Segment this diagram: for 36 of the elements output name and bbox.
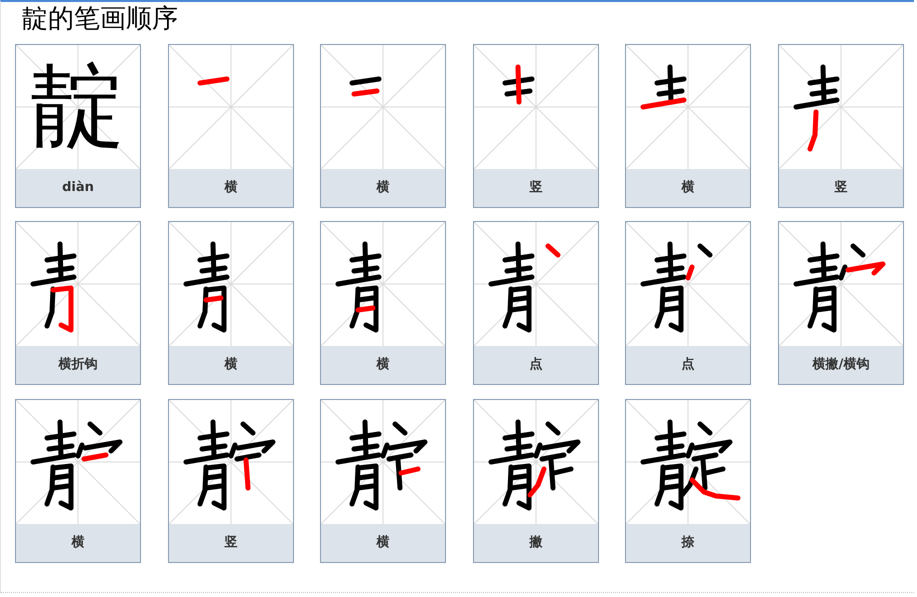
stroke-label: 捺 <box>626 524 750 562</box>
stroke-card <box>625 399 751 563</box>
stroke-label: 竖 <box>169 524 293 562</box>
stroke-label: 横 <box>321 524 445 562</box>
stroke-label: 横 <box>16 524 140 562</box>
stroke-card <box>778 44 904 208</box>
stroke-card <box>625 221 751 385</box>
stroke-label: 点 <box>474 346 598 384</box>
stroke-label: 横 <box>321 169 445 207</box>
stroke-card <box>15 44 141 208</box>
stroke-label: 横 <box>626 169 750 207</box>
stroke-card <box>473 399 599 563</box>
character-glyph: 靛 <box>31 59 125 153</box>
stroke-label: diàn <box>16 169 140 207</box>
stroke-label: 竖 <box>779 169 903 207</box>
stroke-card <box>168 221 294 385</box>
stroke-card <box>320 221 446 385</box>
stroke-label: 横撇/横钩 <box>779 346 903 384</box>
stroke-card <box>15 399 141 563</box>
stroke-card <box>320 399 446 563</box>
stroke-label: 竖 <box>474 169 598 207</box>
stroke-label: 横 <box>321 346 445 384</box>
stroke-label: 横 <box>169 169 293 207</box>
stroke-card <box>473 221 599 385</box>
stroke-label: 撇 <box>474 524 598 562</box>
stroke-card <box>625 44 751 208</box>
stroke-card <box>168 44 294 208</box>
stroke-card <box>778 221 904 385</box>
stroke-label: 横 <box>169 346 293 384</box>
stroke-card <box>15 221 141 385</box>
stroke-card <box>320 44 446 208</box>
stroke-label: 横折钩 <box>16 346 140 384</box>
title: 靛的笔画顺序 <box>22 3 178 36</box>
stroke-label: 点 <box>626 346 750 384</box>
stroke-card <box>473 44 599 208</box>
stroke-card <box>168 399 294 563</box>
